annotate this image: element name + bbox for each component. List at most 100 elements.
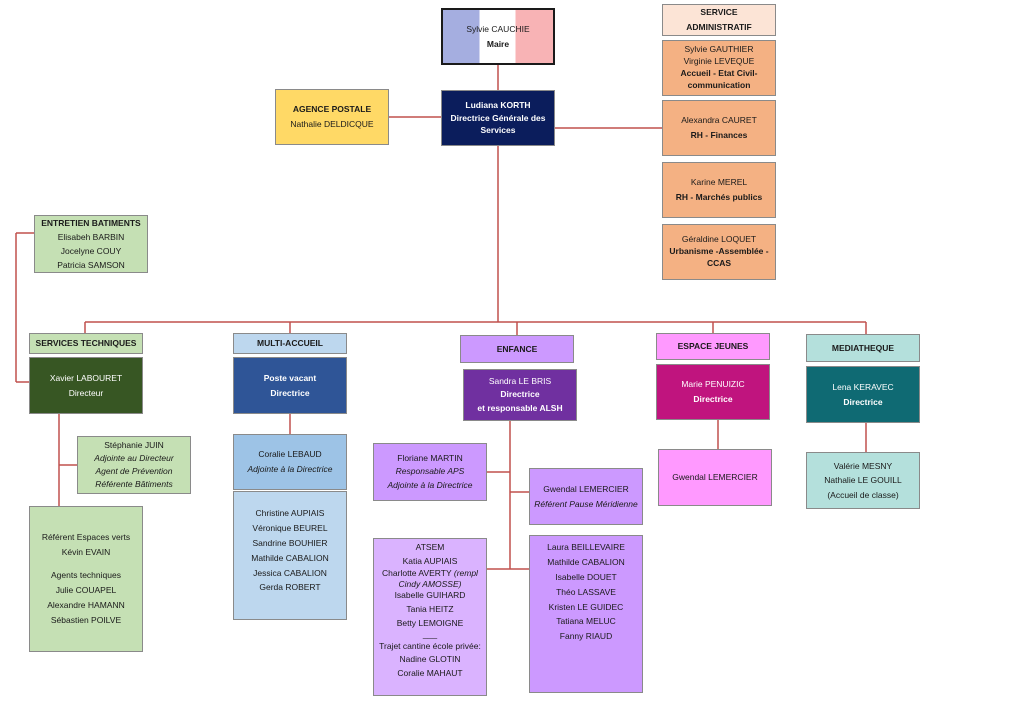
enfance-aps-role-2: Adjointe à la Directrice — [387, 479, 473, 490]
multi-head-box: Poste vacant Directrice — [233, 357, 347, 414]
admin-name-5: Géraldine LOQUET — [681, 234, 757, 245]
techniques-adjoint-name: Stéphanie JUIN — [104, 439, 164, 450]
jeunes-staff-name: Gwendal LEMERCIER — [672, 472, 758, 483]
agence-postale-name: Nathalie DELDICQUE — [290, 119, 374, 129]
enfance-aps-name: Floriane MARTIN — [397, 452, 463, 463]
maire-box: Sylvie CAUCHIE Maire — [441, 8, 555, 65]
enfance-atsem-10: Coralie MAHAUT — [397, 667, 463, 678]
maire-name: Sylvie CAUCHIE — [466, 23, 530, 34]
media-head-role: Directrice — [843, 396, 883, 407]
enfance-animateur-2: Mathilde CABALION — [547, 556, 625, 567]
agence-postale-title: AGENCE POSTALE — [292, 104, 372, 115]
jeunes-title: ESPACE JEUNES — [677, 341, 749, 352]
media-staff-3: (Accueil de classe) — [827, 489, 899, 500]
enfance-atsem-divider: ___ — [422, 629, 438, 640]
entretien-title: ENTRETIEN BATIMENTS — [41, 217, 141, 228]
multi-staff-box: Christine AUPIAIS Véronique BEUREL Sandr… — [233, 491, 347, 620]
enfance-atsem-5: Tania HEITZ — [406, 604, 454, 615]
dgs-role: Directrice Générale des Services — [450, 112, 546, 136]
enfance-animateur-6: Tatiana MELUC — [556, 616, 616, 627]
media-staff-1: Valérie MESNY — [833, 461, 893, 472]
multi-staff-5: Jessica CABALION — [253, 567, 327, 578]
enfance-atsem-3-name: Charlotte AVERTY — [382, 568, 454, 579]
techniques-adjoint-role-1: Adjointe au Directeur — [94, 452, 174, 463]
enfance-atsem-3: Charlotte AVERTY (rempl Cindy AMOSSE) — [378, 568, 482, 589]
enfance-animateur-4: Théo LASSAVE — [556, 586, 616, 597]
enfance-atsem-4: Isabelle GUIHARD — [394, 590, 466, 601]
techniques-adjoint-box: Stéphanie JUIN Adjointe au Directeur Age… — [77, 436, 191, 494]
media-title: MEDIATHEQUE — [831, 342, 895, 353]
entretien-box: ENTRETIEN BATIMENTS Elisabeh BARBIN Joce… — [34, 215, 148, 273]
jeunes-head-role: Directrice — [693, 394, 733, 404]
techniques-staff-6: Alexandre HAMANN — [47, 599, 125, 610]
admin-name-3: Alexandra CAURET — [681, 115, 757, 126]
admin-box-accueil: Sylvie GAUTHIER Virginie LEVEQUE Accueil… — [662, 40, 776, 96]
media-staff-2: Nathalie LE GOUILL — [824, 475, 902, 486]
techniques-staff-1: Référent Espaces verts — [41, 532, 131, 543]
admin-box-rh-finances: Alexandra CAURET RH - Finances — [662, 100, 776, 156]
enfance-pause-name: Gwendal LEMERCIER — [543, 483, 629, 494]
enfance-atsem-box: ATSEM Katia AUPIAIS Charlotte AVERTY (re… — [373, 538, 487, 696]
techniques-title: SERVICES TECHNIQUES — [35, 338, 137, 349]
enfance-title: ENFANCE — [496, 343, 538, 354]
multi-staff-1: Christine AUPIAIS — [255, 508, 325, 518]
agence-postale-box: AGENCE POSTALE Nathalie DELDICQUE — [275, 89, 389, 145]
entretien-name-2: Jocelyne COUY — [60, 246, 122, 256]
enfance-atsem-3-note: (rempl Cindy AMOSSE) — [398, 568, 478, 589]
admin-role-1: Accueil - Etat Civil- communication — [680, 68, 758, 90]
techniques-staff-box: Référent Espaces verts Kévin EVAIN Agent… — [29, 506, 143, 652]
multi-adjoint-box: Coralie LEBAUD Adjointe à la Directrice — [233, 434, 347, 490]
multi-head-name: Poste vacant — [263, 372, 317, 383]
enfance-animateur-1: Laura BEILLEVAIRE — [547, 542, 625, 552]
techniques-staff-2: Kévin EVAIN — [61, 547, 111, 558]
entretien-name-1: Elisabeh BARBIN — [57, 231, 125, 242]
jeunes-title-box: ESPACE JEUNES — [656, 333, 770, 360]
admin-title: SERVICE ADMINISTRATIF — [686, 7, 752, 32]
enfance-atsem-1: ATSEM — [415, 542, 445, 552]
dgs-box: Ludiana KORTH Directrice Générale des Se… — [441, 90, 555, 146]
enfance-pause-role: Référent Pause Méridienne — [534, 498, 638, 509]
multi-adjoint-name: Coralie LEBAUD — [258, 449, 322, 460]
enfance-aps-box: Floriane MARTIN Responsable APS Adjointe… — [373, 443, 487, 501]
admin-box-marches: Karine MEREL RH - Marchés publics — [662, 162, 776, 218]
admin-name-4: Karine MEREL — [690, 177, 748, 188]
multi-staff-6: Gerda ROBERT — [259, 582, 321, 593]
enfance-animateur-3: Isabelle DOUET — [555, 571, 617, 582]
techniques-title-box: SERVICES TECHNIQUES — [29, 333, 143, 354]
multi-adjoint-role: Adjointe à la Directrice — [247, 464, 333, 474]
admin-title-box: SERVICE ADMINISTRATIF — [662, 4, 776, 36]
enfance-head-role-2: et responsable ALSH — [477, 402, 563, 413]
media-head-name: Lena KERAVEC — [832, 381, 894, 392]
enfance-animateur-7: Fanny RIAUD — [559, 631, 613, 642]
enfance-head-name: Sandra LE BRIS — [488, 375, 552, 386]
multi-head-role: Directrice — [270, 387, 310, 398]
jeunes-staff-box: Gwendal LEMERCIER — [658, 449, 772, 506]
enfance-animateur-5: Kristen LE GUIDEC — [548, 601, 624, 612]
techniques-head-box: Xavier LABOURET Directeur — [29, 357, 143, 414]
enfance-title-box: ENFANCE — [460, 335, 574, 363]
jeunes-head-name: Marie PENUIZIC — [681, 379, 745, 390]
multi-title-box: MULTI-ACCUEIL — [233, 333, 347, 354]
enfance-atsem-6: Betty LEMOIGNE — [396, 617, 464, 628]
admin-role-2: RH - Finances — [690, 130, 748, 140]
enfance-head-box: Sandra LE BRIS Directrice et responsable… — [463, 369, 577, 421]
multi-staff-3: Sandrine BOUHIER — [252, 537, 328, 548]
admin-role-3: RH - Marchés publics — [675, 192, 763, 202]
dgs-name: Ludiana KORTH — [465, 99, 531, 110]
techniques-adjoint-role-3: Référente Bâtiments — [95, 479, 173, 490]
media-staff-box: Valérie MESNY Nathalie LE GOUILL (Accuei… — [806, 452, 920, 509]
techniques-head-name: Xavier LABOURET — [49, 372, 123, 383]
entretien-name-3: Patricia SAMSON — [57, 260, 125, 271]
techniques-head-role: Directeur — [68, 387, 104, 398]
techniques-staff-4: Agents techniques — [51, 570, 121, 581]
jeunes-head-box: Marie PENUIZIC Directrice — [656, 364, 770, 420]
admin-box-urbanisme: Géraldine LOQUET Urbanisme -Assemblée - … — [662, 224, 776, 280]
enfance-animateurs-box: Laura BEILLEVAIRE Mathilde CABALION Isab… — [529, 535, 643, 693]
admin-name-2: Virginie LEVEQUE — [683, 56, 755, 67]
admin-role-4: Urbanisme -Assemblée - CCAS — [669, 246, 769, 268]
media-head-box: Lena KERAVEC Directrice — [806, 366, 920, 423]
enfance-aps-role-1: Responsable APS — [395, 466, 465, 477]
enfance-atsem-8: Trajet cantine école privée: — [379, 640, 481, 651]
techniques-staff-5: Julie COUAPEL — [55, 585, 117, 595]
